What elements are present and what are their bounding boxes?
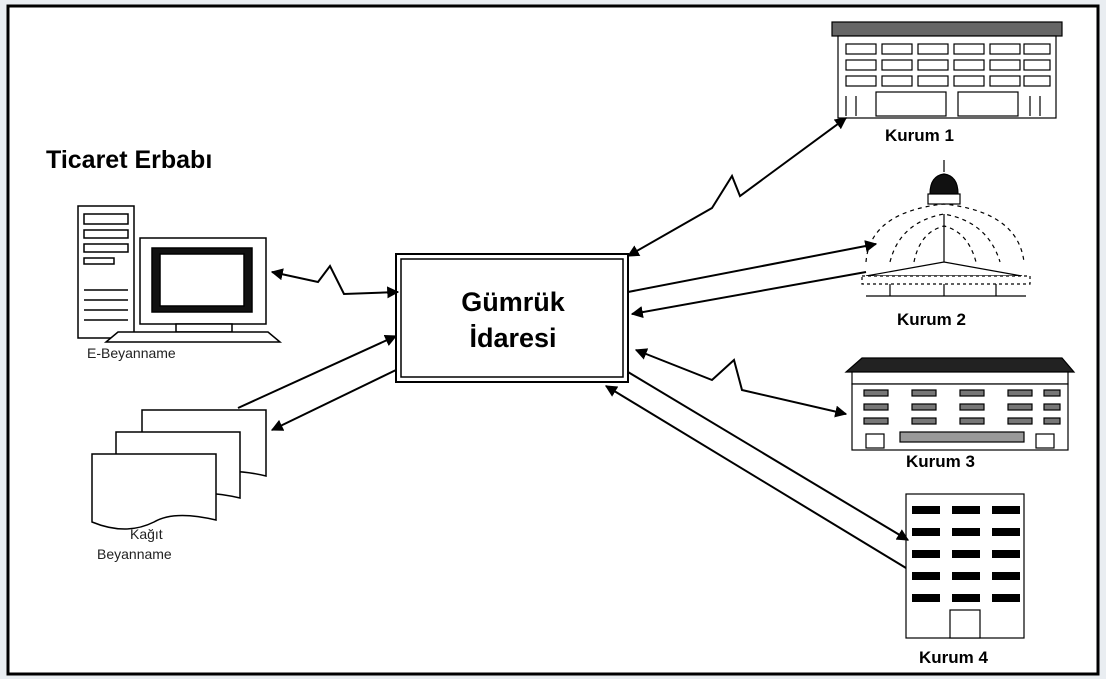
e-declaration-label: E-Beyanname <box>87 345 176 361</box>
paper-declaration-label-line1: Kağıt <box>130 526 163 542</box>
arrow-from-paper <box>237 335 398 409</box>
arrow-to-kurum2 <box>627 240 878 293</box>
institution-1-label: Kurum 1 <box>885 126 954 145</box>
arrow-from-kurum2 <box>630 271 867 318</box>
lightning-link-kurum1 <box>626 117 847 257</box>
institution-2-label: Kurum 2 <box>897 310 966 329</box>
arrow-to-kurum4 <box>627 371 910 541</box>
desktop-computer-icon <box>77 205 283 343</box>
customs-office-line1: Gümrük <box>461 287 565 317</box>
customs-office-box <box>395 253 629 383</box>
paper-declaration-label-line2: Beyanname <box>97 546 172 562</box>
institution-3-label: Kurum 3 <box>906 452 975 471</box>
arrow-from-kurum4 <box>604 385 907 569</box>
lightning-link-kurum3 <box>634 348 848 418</box>
tower-building-icon <box>905 493 1025 639</box>
office-building-icon <box>831 21 1063 119</box>
diagram-title: Ticaret Erbabı <box>46 146 213 174</box>
paper-documents-icon <box>91 409 267 530</box>
wide-building-icon <box>844 357 1076 451</box>
customs-office-label: Gümrük İdaresi <box>400 284 626 356</box>
institution-4-label: Kurum 4 <box>919 648 988 667</box>
lightning-link-icon <box>270 264 400 299</box>
customs-office-line2: İdaresi <box>469 323 557 353</box>
domed-building-icon <box>861 160 1031 297</box>
arrow-to-paper <box>270 369 397 431</box>
